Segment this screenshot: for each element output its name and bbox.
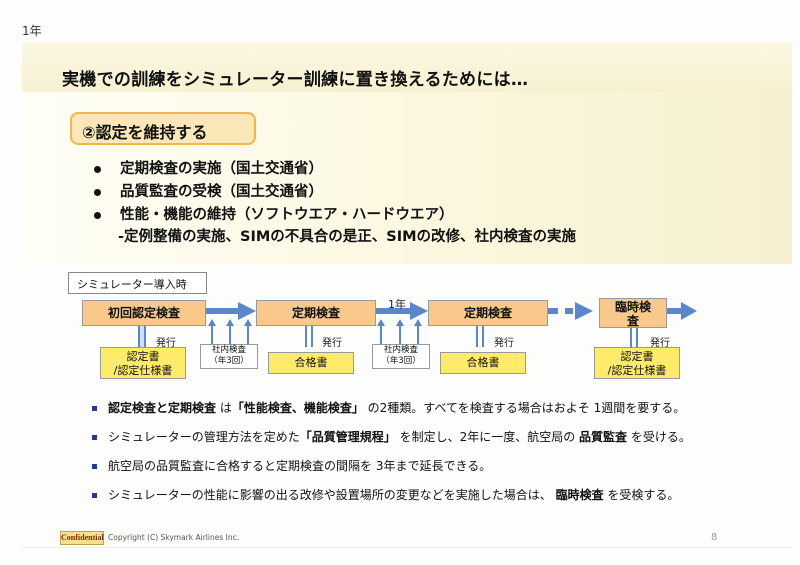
flow-arrowhead-3 (575, 302, 593, 320)
up-arrow-shaft (399, 326, 401, 344)
flow-arrowhead-4 (681, 302, 697, 320)
issue-connector (476, 326, 478, 347)
internal-inspection-box: 社内検査 （年3回） (200, 344, 258, 369)
requirement-list: 定期検査の実施（国土交通省） 品質監査の受検（国土交通省） 性能・機能の維持（ソ… (92, 158, 454, 227)
issue-connector (144, 326, 146, 347)
bullet-dot-icon (94, 166, 101, 173)
issue-connector (138, 326, 140, 347)
introduction-label: シミュレーター導入時 (68, 272, 207, 294)
flow-step-periodic-inspection: 定期検査 (256, 300, 376, 326)
up-arrow-shaft (211, 326, 213, 344)
issue-connector (482, 326, 484, 347)
note-item: シミュレーターの管理方法を定めた「品質管理規程」 を制定し、2年に一度、航空局の… (88, 429, 728, 446)
bullet-dot-icon (94, 212, 101, 219)
pass-certificate: 合格書 (440, 352, 526, 374)
title-band (22, 42, 792, 92)
notes-list: 認定検査と定期検査 は「性能検査、機能検査」 の2種類。すべてを検査する場合はお… (88, 400, 728, 516)
up-arrow (377, 319, 385, 326)
up-arrow-shaft (380, 326, 382, 344)
bullet-dot-icon (94, 189, 101, 196)
up-arrow (208, 319, 216, 326)
flow-step-periodic-inspection: 定期検査 (428, 300, 548, 326)
issue-label: 発行 (494, 338, 514, 349)
issue-connector (305, 326, 307, 347)
flow-step-special-inspection: 臨時検査 (599, 298, 667, 328)
issue-connector (140, 326, 144, 347)
footer-divider (22, 547, 792, 548)
certificate-doc: 認定書 /認定仕様書 (594, 347, 680, 379)
issue-connector (636, 326, 638, 347)
note-item: シミュレーターの性能に影響の出る改修や設置場所の変更などを実施した場合は、 臨時… (88, 487, 728, 504)
confidential-stamp: Confidential (60, 531, 104, 545)
up-arrow (396, 319, 404, 326)
flow-arrow-1 (206, 308, 238, 314)
issue-label: 発行 (322, 338, 342, 349)
copyright-text: Copyright (C) Skymark Airlines Inc. (108, 533, 240, 542)
page-number: 8 (711, 532, 718, 543)
maintenance-detail: -定例整備の実施、SIMの不具合の是正、SIMの改修、社内検査の実施 (118, 229, 577, 245)
issue-label: 発行 (156, 338, 176, 349)
bullet-square-icon (92, 493, 97, 498)
flow-arrow-3b (565, 308, 573, 314)
interval-label: 1年 (388, 298, 406, 311)
page-label: 1年 (22, 24, 42, 38)
issue-connector (311, 326, 313, 347)
certificate-doc: 認定書 /認定仕様書 (100, 347, 186, 379)
up-arrow-shaft (229, 326, 231, 344)
note-item: 航空局の品質監査に合格すると定期検査の間隔を 3年まで延長できる。 (88, 458, 728, 475)
note-item: 認定検査と定期検査 は「性能検査、機能検査」 の2種類。すべてを検査する場合はお… (88, 400, 728, 417)
up-arrow-shaft (417, 326, 419, 344)
flow-arrow-3 (548, 308, 558, 314)
issue-label: 発行 (650, 338, 670, 349)
requirement-item: 性能・機能の維持（ソフトウエア・ハードウエア） (92, 204, 454, 227)
requirement-item: 定期検査の実施（国土交通省） (92, 158, 454, 181)
section-heading: ②認定を維持する (70, 112, 256, 145)
bullet-square-icon (92, 435, 97, 440)
flow-step-initial-inspection: 初回認定検査 (82, 300, 206, 326)
flow-arrowhead-1 (238, 302, 256, 320)
pass-certificate: 合格書 (268, 352, 354, 374)
bullet-square-icon (92, 464, 97, 469)
flow-arrow-4 (667, 308, 681, 314)
flow-arrowhead-2 (410, 302, 428, 320)
up-arrow (414, 319, 422, 326)
up-arrow (226, 319, 234, 326)
slide-title: 実機での訓練をシミュレーター訓練に置き換えるためには… (62, 70, 529, 90)
up-arrow (244, 319, 252, 326)
issue-connector (630, 326, 632, 347)
up-arrow-shaft (247, 326, 249, 344)
internal-inspection-box: 社内検査 （年3回） (372, 344, 430, 369)
bullet-square-icon (92, 406, 97, 411)
requirement-item: 品質監査の受検（国土交通省） (92, 181, 454, 204)
